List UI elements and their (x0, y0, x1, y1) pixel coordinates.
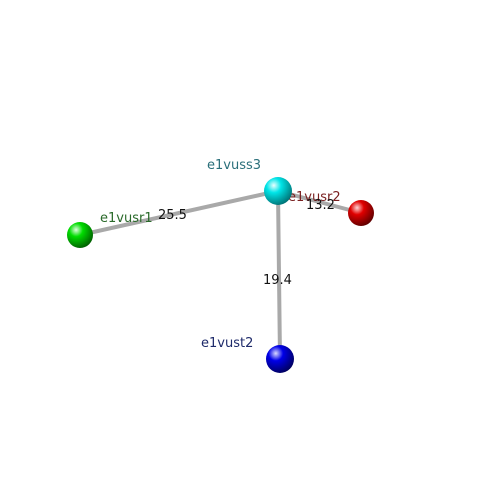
edge-label-e1vuss3-e1vusr1: 25.5 (158, 208, 187, 223)
node-e1vust2[interactable] (266, 345, 294, 373)
node-label-e1vust2: e1vust2 (201, 336, 253, 351)
node-e1vusr1[interactable] (67, 222, 93, 248)
edge-e1vuss3-e1vust2 (276, 189, 282, 361)
edge-label-e1vuss3-e1vust2: 19.4 (263, 273, 292, 288)
node-e1vusr2[interactable] (348, 200, 374, 226)
node-label-e1vuss3: e1vuss3 (207, 158, 261, 173)
node-label-e1vusr1: e1vusr1 (100, 211, 153, 226)
edge-e1vuss3-e1vusr1 (78, 189, 280, 237)
node-label-e1vusr2: e1vusr2 (288, 190, 341, 205)
edge-label-e1vuss3-e1vusr2: 13.2 (306, 198, 335, 213)
edge-e1vuss3-e1vusr2 (276, 189, 363, 215)
node-e1vuss3[interactable] (264, 177, 292, 205)
